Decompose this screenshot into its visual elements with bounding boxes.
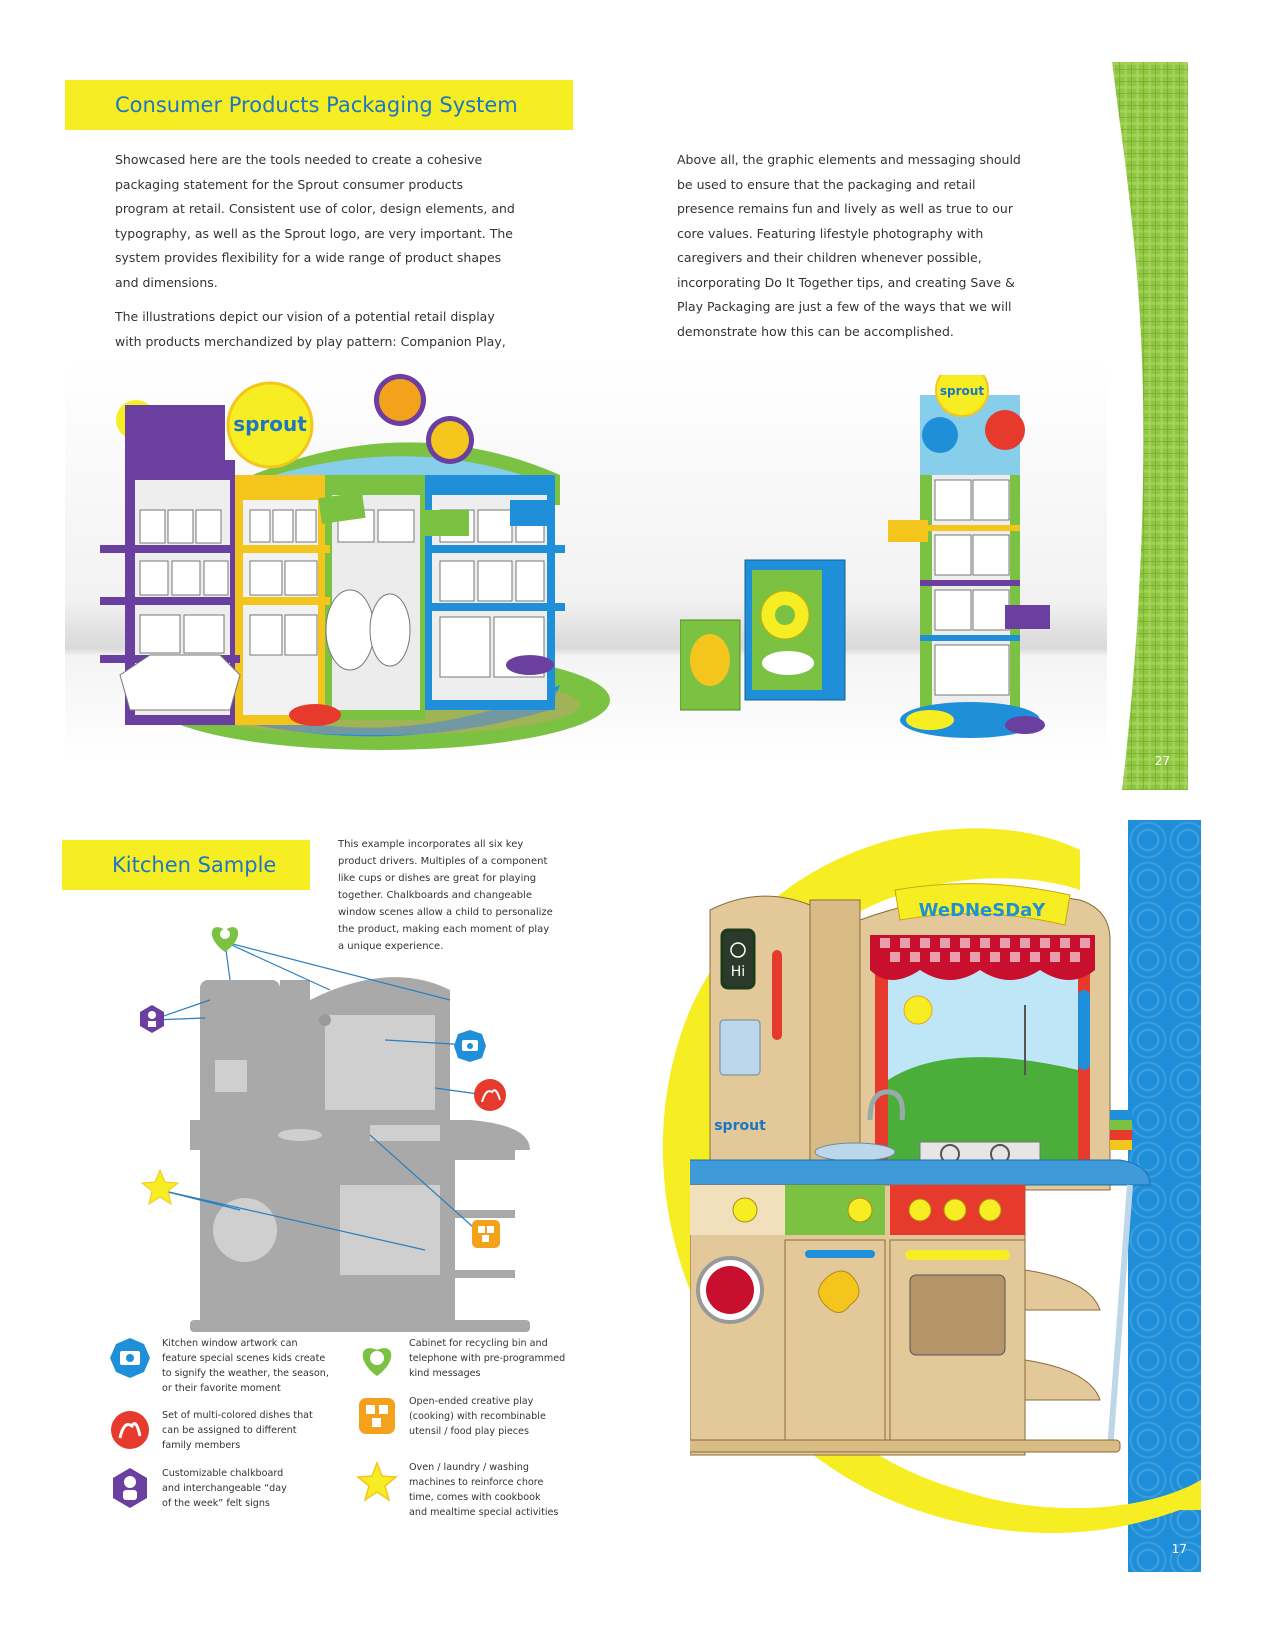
page27-column-1: Showcased here are the tools needed to c… [115, 148, 515, 389]
sun-icon [903, 995, 933, 1025]
camera-icon [110, 1338, 150, 1378]
heart-icon [211, 927, 239, 952]
legend-item-camera: Kitchen window artwork can feature speci… [108, 1336, 329, 1396]
legend-item-person: Customizable chalkboard and interchangea… [108, 1466, 287, 1511]
paragraph: Showcased here are the tools needed to c… [115, 152, 515, 290]
page-number-27: 27 [1154, 754, 1170, 768]
kitchen-diagram [140, 927, 530, 1332]
hands-icon [474, 1079, 506, 1111]
legend-item-hands: Set of multi-colored dishes that can be … [108, 1408, 313, 1453]
svg-text:sprout: sprout [940, 384, 984, 398]
heart-icon [362, 1348, 392, 1376]
page27-title-bar: Consumer Products Packaging System [65, 80, 573, 130]
tower-display-illustration: sprout [680, 375, 1050, 738]
page27-column-2: Above all, the graphic elements and mess… [677, 148, 1022, 389]
legend-item-star: Oven / laundry / washing machines to rei… [355, 1460, 558, 1520]
legend-text: Set of multi-colored dishes that can be … [162, 1410, 313, 1451]
kitchen-illustration: WeDNeSDaY Hi sprout [690, 883, 1151, 1456]
blue-swirl-panel: 17 [1128, 820, 1201, 1572]
retail-display-illustration: sprout [100, 374, 610, 750]
page17-title-bar: Kitchen Sample [62, 840, 310, 890]
legend-item-blocks: Open-ended creative play (cooking) with … [355, 1394, 546, 1439]
day-sign: WeDNeSDaY [919, 900, 1047, 921]
blocks-icon [472, 1220, 500, 1248]
person-icon [140, 1005, 164, 1033]
paragraph: Above all, the graphic elements and mess… [677, 152, 1021, 339]
legend-text: Oven / laundry / washing machines to rei… [409, 1462, 559, 1518]
page27-title: Consumer Products Packaging System [115, 93, 518, 117]
hands-icon [111, 1411, 149, 1449]
camera-icon [454, 1030, 486, 1062]
sprout-logo-text: sprout [233, 412, 307, 436]
page17-title: Kitchen Sample [112, 853, 277, 877]
legend-text: Cabinet for recycling bin and telephone … [409, 1338, 566, 1379]
legend-text: Kitchen window artwork can feature speci… [162, 1338, 329, 1394]
chalkboard-text: Hi [731, 964, 745, 980]
star-icon [356, 1460, 398, 1502]
page-number-17: 17 [1171, 1542, 1187, 1556]
star-icon [140, 1168, 180, 1206]
person-icon [113, 1468, 147, 1508]
legend-text: Customizable chalkboard and interchangea… [162, 1468, 287, 1509]
kitchen-intro: This example incorporates all six key pr… [338, 839, 553, 952]
sprout-logo-circle [226, 381, 314, 469]
kitchen-logo: sprout [714, 1118, 766, 1134]
blocks-icon [359, 1398, 395, 1434]
green-plaid-strip: 27 [1112, 62, 1188, 790]
legend-text: Open-ended creative play (cooking) with … [409, 1396, 546, 1437]
legend-item-heart: Cabinet for recycling bin and telephone … [355, 1336, 565, 1381]
